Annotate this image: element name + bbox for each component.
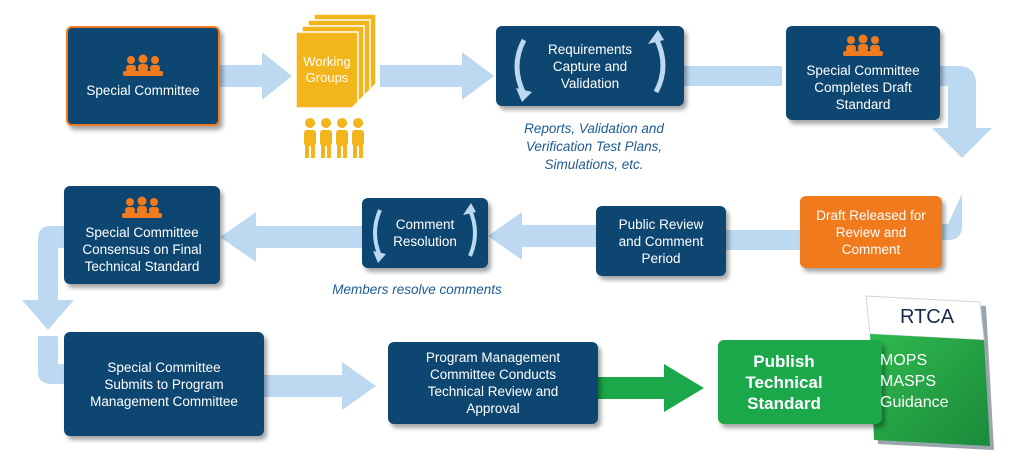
arrow-pmc-to-publish (598, 364, 704, 412)
arrow-submits-to-pmc (264, 362, 376, 410)
working-groups-documents-icon (295, 13, 377, 109)
committee-icon (122, 196, 162, 218)
public-review-label: Public Review and Comment Period (618, 216, 704, 266)
comment-resolution-label: Comment Resolution (393, 217, 457, 249)
arrow-released-to-public (726, 230, 800, 250)
pmc-review-box: Program Management Committee Conducts Te… (388, 342, 598, 424)
publish-box: Publish Technical Standard (718, 340, 882, 424)
cycle-arrows-icon (373, 203, 477, 263)
working-groups-label: Working Groups (303, 54, 351, 85)
requirements-box: Requirements Capture and Validation (496, 26, 684, 106)
arrow-left-connector-lower (38, 336, 64, 384)
arrow-resolution-to-consensus (220, 212, 362, 262)
public-review-box: Public Review and Comment Period (596, 206, 726, 276)
completes-draft-label: Special Committee Completes Draft Standa… (806, 62, 920, 112)
pmc-review-label: Program Management Committee Conducts Te… (425, 350, 561, 416)
arrow-wg-to-req (380, 52, 494, 100)
arrow-released-connector (942, 194, 962, 240)
draft-released-box: Draft Released for Review and Comment (800, 196, 942, 268)
submits-label: Special Committee Submits to Program Man… (90, 359, 238, 409)
consensus-box: Special Committee Consensus on Final Tec… (64, 186, 220, 284)
special-committee-box: Special Committee (66, 26, 220, 126)
arrow-draft-to-released (932, 66, 992, 158)
committee-icon (843, 34, 883, 56)
submits-box: Special Committee Submits to Program Man… (64, 332, 264, 436)
arrow-public-to-resolution (488, 212, 596, 260)
cycle-arrows-icon (514, 30, 666, 102)
requirements-label: Requirements Capture and Validation (547, 41, 633, 91)
rtca-logo: RTCA (900, 306, 955, 328)
reports-caption: Reports, Validation and Verification Tes… (524, 121, 664, 172)
publish-label: Publish Technical Standard (745, 351, 823, 413)
special-committee-label: Special Committee (86, 82, 200, 98)
working-group-people-icon (304, 118, 364, 158)
committee-icon (123, 54, 163, 76)
arrow-req-to-draft (684, 66, 782, 86)
arrow-sc-to-wg (220, 52, 292, 100)
book-contents-label: MOPS MASPS Guidance (880, 352, 949, 411)
members-caption: Members resolve comments (332, 282, 502, 297)
draft-released-label: Draft Released for Review and Comment (816, 207, 926, 257)
arrow-consensus-to-submits (22, 226, 74, 330)
rtca-book-icon (865, 295, 994, 450)
consensus-label: Special Committee Consensus on Final Tec… (82, 224, 202, 274)
comment-resolution-box: Comment Resolution (362, 198, 488, 268)
completes-draft-box: Special Committee Completes Draft Standa… (786, 26, 940, 120)
